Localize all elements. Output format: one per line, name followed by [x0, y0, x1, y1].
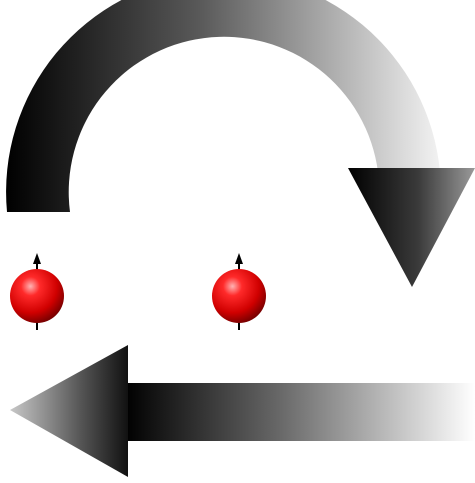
straight-arrow-shaft [125, 383, 475, 441]
spin-particle-right [212, 253, 266, 330]
spin-arrow-up-icon [235, 253, 243, 264]
spin-arrow-up-icon [33, 253, 41, 264]
particle-sphere-left [10, 269, 64, 323]
particle-sphere-right [212, 269, 266, 323]
straight-arrow-head [10, 345, 128, 477]
curved-arrow-head [348, 168, 475, 287]
spin-particle-left [10, 253, 64, 330]
